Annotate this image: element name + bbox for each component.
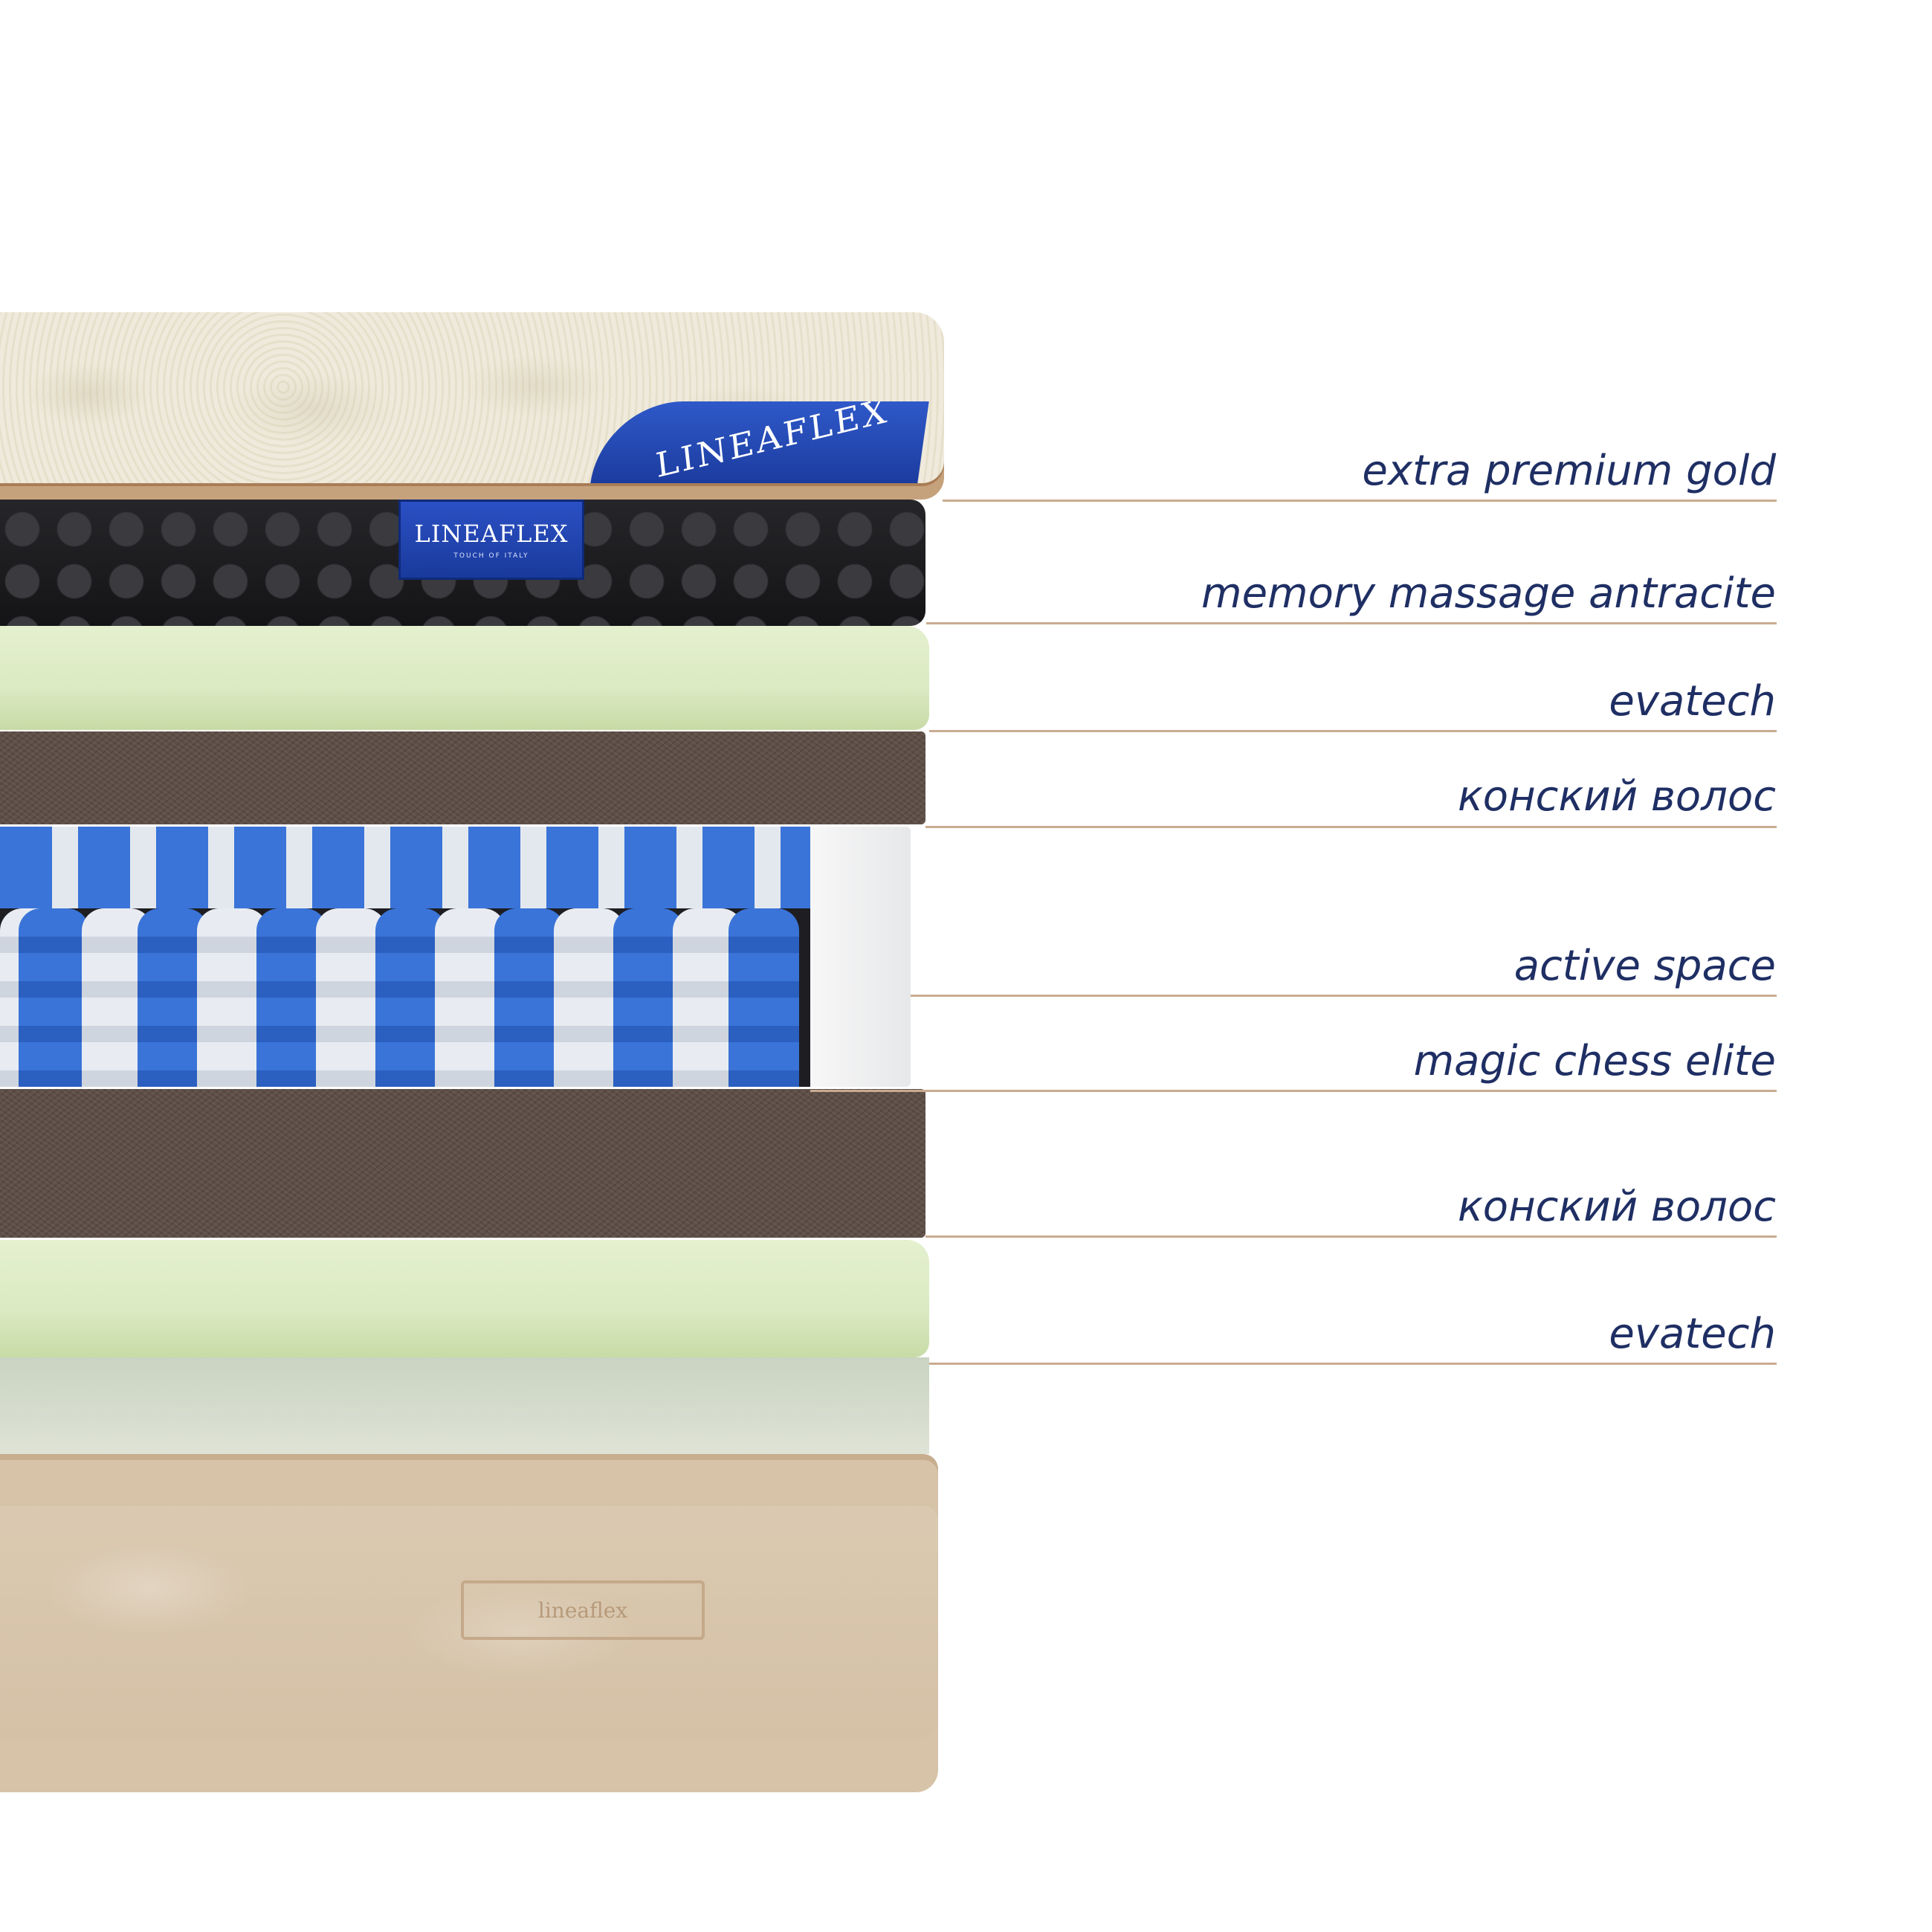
callout-line — [911, 995, 1777, 997]
callout-label: конский волос — [1457, 772, 1776, 821]
spring-white — [316, 908, 387, 1087]
callout-memory-massage-antracite: memory massage antracite — [1201, 573, 1776, 615]
callout-label: конский волос — [1457, 1183, 1776, 1231]
callout-evatech-bottom: evatech — [1609, 1314, 1776, 1355]
spring-blue — [19, 908, 89, 1087]
base-cover: lineaflex — [0, 1454, 938, 1792]
callout-label: magic chess elite — [1413, 1037, 1776, 1085]
callout-evatech-top: evatech — [1609, 681, 1776, 723]
callout-extra-premium-gold: extra premium gold — [1362, 450, 1776, 492]
spring-white — [554, 908, 624, 1087]
memory-foam-layer: LINEAFLEX TOUCH OF ITALY — [0, 500, 925, 626]
horsehair-layer-bottom — [0, 1089, 925, 1238]
callout-magic-chess-elite: magic chess elite — [1414, 1041, 1776, 1082]
spring-blue — [138, 908, 208, 1087]
callout-horsehair-top: конский волос — [1458, 776, 1776, 818]
ribbon-brand-text: LINEAFLEX — [653, 401, 891, 483]
callout-label: extra premium gold — [1362, 447, 1776, 495]
label-tag-motto: TOUCH OF ITALY — [453, 552, 529, 560]
callout-line — [925, 1235, 1777, 1238]
spring-blue — [728, 908, 799, 1087]
top-quilted-cover: LINEAFLEX — [0, 312, 944, 500]
brand-ribbon: LINEAFLEX — [590, 401, 929, 483]
base-inner-panel — [0, 1357, 929, 1454]
spring-white — [197, 908, 268, 1087]
base-brand-tag: lineaflex — [461, 1580, 705, 1640]
callout-line — [810, 1090, 1777, 1092]
callout-label: evatech — [1609, 677, 1776, 726]
spring-white — [435, 908, 505, 1087]
callout-horsehair-bottom: конский волос — [1458, 1186, 1776, 1228]
spring-blue — [256, 908, 327, 1087]
spring-blue — [613, 908, 684, 1087]
label-tag-brand: LINEAFLEX — [414, 520, 569, 548]
callout-active-space: active space — [1514, 946, 1776, 987]
horsehair-layer-top — [0, 731, 925, 824]
springs-top-row — [0, 827, 810, 908]
callout-line — [926, 622, 1777, 624]
evatech-layer-top — [0, 626, 929, 730]
callout-line — [929, 1363, 1777, 1365]
spring-blue — [375, 908, 446, 1087]
callout-line — [929, 730, 1777, 732]
callout-label: evatech — [1609, 1310, 1776, 1358]
spring-blue — [494, 908, 565, 1087]
foam-frame-edge — [810, 827, 911, 1087]
evatech-layer-bottom — [0, 1240, 929, 1357]
brand-label-tag: LINEAFLEX TOUCH OF ITALY — [398, 500, 584, 580]
callout-label: memory massage antracite — [1201, 569, 1776, 618]
callout-line — [925, 826, 1777, 828]
callout-label: active space — [1513, 942, 1776, 990]
callout-line — [943, 500, 1777, 502]
pocket-springs-layer — [0, 827, 810, 1087]
